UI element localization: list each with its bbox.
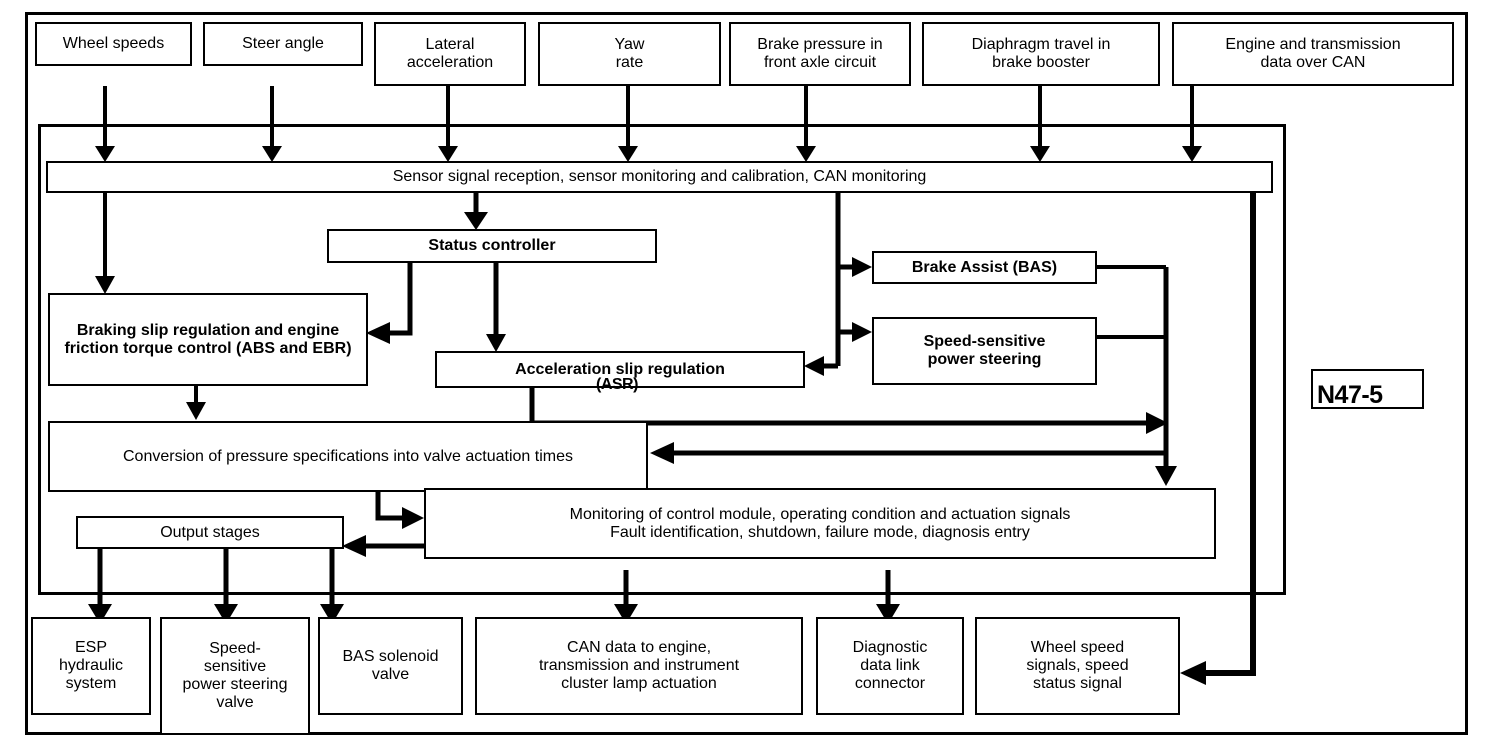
sensor-signal-reception-bar[interactable]: Sensor signal reception, sensor monitori…	[46, 161, 1273, 193]
input-label-wheel-speeds: Wheel speeds	[62, 35, 165, 53]
asr-box[interactable]: Acceleration slip regulation	[435, 351, 805, 388]
input-box-lateral-acceleration[interactable]: Lateral acceleration	[374, 22, 526, 86]
abs-ebr-label: Braking slip regulation and engine frict…	[64, 321, 352, 357]
power-steering-label: Speed-sensitive power steering	[923, 333, 1046, 368]
output-box-diagnostic-connector[interactable]: Diagnostic data link connector	[816, 617, 964, 715]
monitoring-label-line1: Monitoring of control module, operating …	[569, 505, 1071, 523]
output-box-bas-solenoid-valve[interactable]: BAS solenoid valve	[318, 617, 463, 715]
input-box-steer-angle[interactable]: Steer angle	[203, 22, 363, 66]
pressure-conversion-box[interactable]: Conversion of pressure specifications in…	[48, 421, 648, 492]
input-label-brake-pressure: Brake pressure in front axle circuit	[757, 36, 883, 71]
input-label-steer-angle: Steer angle	[242, 35, 324, 53]
sensor-bar-label: Sensor signal reception, sensor monitori…	[392, 168, 927, 186]
reference-tag-box	[1311, 369, 1424, 409]
output-stages-box[interactable]: Output stages	[76, 516, 344, 549]
reference-tag-label: N47-5	[1317, 381, 1383, 409]
monitoring-box[interactable]: Monitoring of control module, operating …	[424, 488, 1216, 559]
asr-label-line2: (ASR)	[596, 376, 638, 393]
output-label-wheel-speed-signals: Wheel speed signals, speed status signal	[1026, 639, 1129, 692]
input-box-yaw-rate[interactable]: Yaw rate	[538, 22, 721, 86]
asr-label-line1: Acceleration slip regulation	[515, 360, 725, 378]
abs-ebr-box[interactable]: Braking slip regulation and engine frict…	[48, 293, 368, 386]
brake-assist-box[interactable]: Brake Assist (BAS)	[872, 251, 1097, 284]
power-steering-box[interactable]: Speed-sensitive power steering	[872, 317, 1097, 385]
input-box-brake-pressure[interactable]: Brake pressure in front axle circuit	[729, 22, 911, 86]
input-label-engine-transmission-can: Engine and transmission data over CAN	[1225, 36, 1401, 71]
input-box-engine-transmission-can[interactable]: Engine and transmission data over CAN	[1172, 22, 1454, 86]
output-label-diagnostic-connector: Diagnostic data link connector	[852, 639, 928, 692]
output-label-esp-hydraulic-system: ESP hydraulic system	[58, 639, 124, 692]
output-stages-label: Output stages	[160, 523, 260, 541]
output-label-power-steering-valve: Speed- sensitive power steering valve	[182, 640, 288, 711]
status-controller-label: Status controller	[428, 237, 556, 255]
input-label-lateral-acceleration: Lateral acceleration	[406, 36, 494, 71]
monitoring-label-line2: Fault identification, shutdown, failure …	[610, 523, 1030, 541]
brake-assist-label: Brake Assist (BAS)	[911, 258, 1058, 276]
pressure-conversion-label: Conversion of pressure specifications in…	[123, 447, 573, 465]
output-box-can-data[interactable]: CAN data to engine, transmission and ins…	[475, 617, 803, 715]
output-box-wheel-speed-signals[interactable]: Wheel speed signals, speed status signal	[975, 617, 1180, 715]
output-box-esp-hydraulic-system[interactable]: ESP hydraulic system	[31, 617, 151, 715]
input-label-yaw-rate: Yaw rate	[614, 36, 645, 71]
status-controller-box[interactable]: Status controller	[327, 229, 657, 263]
input-box-wheel-speeds[interactable]: Wheel speeds	[35, 22, 192, 66]
output-box-power-steering-valve[interactable]: Speed- sensitive power steering valve	[160, 617, 310, 735]
input-label-diaphragm-travel: Diaphragm travel in brake booster	[971, 36, 1111, 71]
input-box-diaphragm-travel[interactable]: Diaphragm travel in brake booster	[922, 22, 1160, 86]
output-label-can-data: CAN data to engine, transmission and ins…	[538, 639, 740, 692]
output-label-bas-solenoid-valve: BAS solenoid valve	[342, 648, 439, 683]
